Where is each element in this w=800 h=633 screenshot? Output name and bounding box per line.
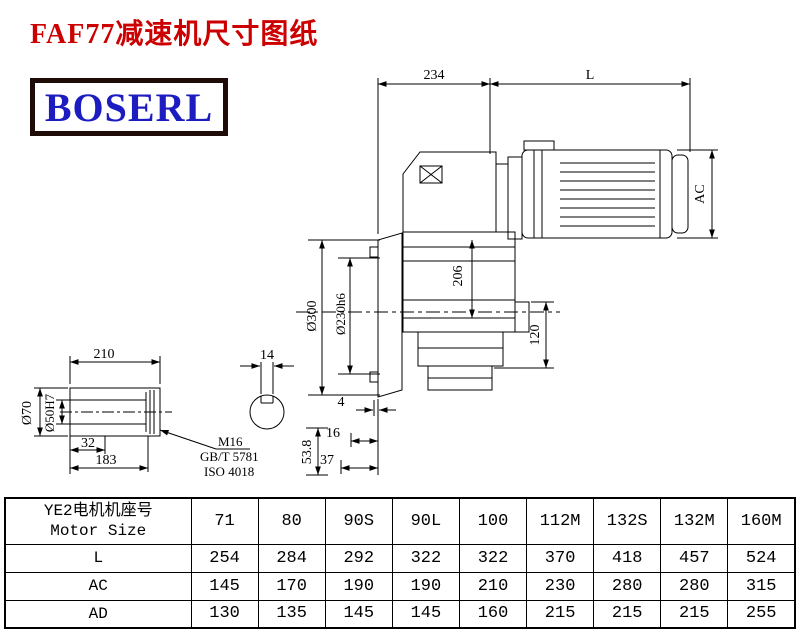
axial-dims (306, 399, 396, 476)
cell: 315 (727, 571, 796, 601)
cell: 190 (324, 571, 393, 601)
dim-37-label: 37 (320, 453, 334, 468)
motor-size-table: YE2电机机座号 Motor Size 71 80 90S 90L 100 11… (4, 497, 796, 629)
cell: 215 (593, 599, 662, 629)
thread-spec-label: M16 (218, 434, 243, 449)
flange-diameter-dims (308, 239, 380, 396)
cell: 215 (660, 599, 729, 629)
cell: 190 (391, 571, 460, 601)
dim-206-label: 206 (451, 266, 466, 287)
cell: 145 (324, 599, 393, 629)
dim-53-8-label: 53.8 (300, 440, 315, 465)
cell: 322 (458, 543, 528, 573)
motor-outline (521, 140, 689, 239)
motor-adapter (495, 156, 523, 240)
cell: 254 (190, 543, 259, 573)
cell: 284 (257, 543, 326, 573)
top-dimensions (377, 78, 691, 234)
column-header: 90S (324, 497, 393, 545)
drawing-linework (34, 78, 718, 476)
dim-4-label: 4 (338, 395, 345, 410)
gearbox-input-housing (402, 151, 497, 232)
page-title: FAF77减速机尺寸图纸 (30, 19, 319, 50)
dim-120-label: 120 (528, 325, 543, 346)
cell: 130 (190, 599, 259, 629)
standard-gb-label: GB/T 5781 (200, 449, 259, 464)
column-header: 90L (391, 497, 460, 545)
cell: 280 (660, 571, 729, 601)
boserl-logo-text: BOSERL (44, 84, 214, 130)
column-header: 71 (190, 497, 259, 545)
column-header: 132S (593, 497, 662, 545)
technical-drawing: 234 L AC 206 Ø300 Ø230h6 120 210 14 4 16… (20, 68, 718, 479)
cell: 418 (593, 543, 662, 573)
spigot-diameter-label: Ø230h6 (333, 293, 348, 335)
flange-od-label: Ø300 (305, 300, 320, 331)
header-motor-size-en: Motor Size (50, 522, 147, 541)
bore-diameter-label: Ø50H7 (42, 393, 57, 432)
header-motor-size: YE2电机机座号 Motor Size (4, 497, 192, 545)
column-header: 132M (660, 497, 729, 545)
cell: 457 (660, 543, 729, 573)
cell: 524 (727, 543, 796, 573)
cell: 292 (324, 543, 393, 573)
shaft-length-label: 210 (94, 347, 115, 362)
table-header-row: YE2电机机座号 Motor Size 71 80 90S 90L 100 11… (4, 497, 796, 545)
keyway-section (240, 362, 294, 430)
row-label: AC (4, 571, 192, 601)
cell: 370 (526, 543, 595, 573)
column-header: 100 (458, 497, 528, 545)
flange-outline (296, 232, 560, 398)
dim-16-label: 16 (326, 426, 340, 441)
header-motor-size-cn: YE2电机机座号 (43, 502, 153, 521)
dim-l-label: L (586, 68, 595, 83)
gearbox-main-case (402, 231, 530, 391)
column-header: 112M (526, 497, 595, 545)
row-label: L (4, 543, 192, 573)
cell: 135 (257, 599, 326, 629)
dim-ac-label: AC (693, 184, 708, 203)
table-row-L: L 254 284 292 322 322 370 418 457 524 (4, 543, 796, 573)
cell: 322 (391, 543, 460, 573)
dim-120-lines (494, 301, 554, 369)
shaft-od-label: Ø70 (20, 401, 35, 425)
cell: 170 (257, 571, 326, 601)
cell: 255 (727, 599, 796, 629)
table-row-AD: AD 130 135 145 145 160 215 215 215 255 (4, 599, 796, 629)
column-header: 80 (257, 497, 326, 545)
cell: 145 (391, 599, 460, 629)
dim-32-label: 32 (81, 436, 95, 451)
standard-iso-label: ISO 4018 (204, 464, 254, 479)
cell: 280 (593, 571, 662, 601)
dim-234-label: 234 (424, 68, 445, 83)
ac-dimension (677, 149, 718, 239)
dim-183-label: 183 (96, 453, 117, 468)
key-width-label: 14 (260, 348, 274, 363)
cell: 230 (526, 571, 595, 601)
cell: 160 (458, 599, 528, 629)
row-label: AD (4, 599, 192, 629)
boserl-logo: BOSERL (30, 78, 228, 136)
table-row-AC: AC 145 170 190 190 210 230 280 280 315 (4, 571, 796, 601)
cell: 145 (190, 571, 259, 601)
shaft-detail (34, 356, 250, 474)
column-header: 160M (727, 497, 796, 545)
cell: 210 (458, 571, 528, 601)
cell: 215 (526, 599, 595, 629)
dimension-labels: 234 L AC 206 Ø300 Ø230h6 120 210 14 4 16… (20, 68, 708, 479)
